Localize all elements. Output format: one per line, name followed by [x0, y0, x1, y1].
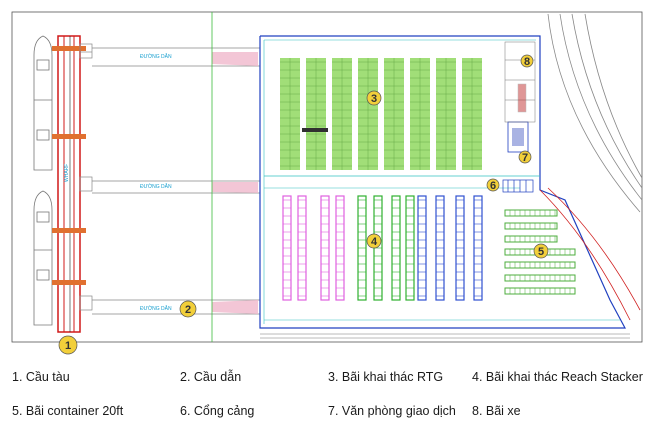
- port-boundary: [259, 35, 627, 329]
- office-building: [507, 121, 529, 153]
- legend-item-port-gate: 6. Cổng cảng: [180, 404, 255, 418]
- vessel-upper: [33, 35, 53, 171]
- svg-text:4: 4: [371, 236, 378, 248]
- svg-text:3: 3: [371, 93, 377, 105]
- legend-item-rtg-yard: 3. Bãi khai thác RTG: [328, 370, 444, 384]
- dimension-lines: [260, 333, 630, 339]
- legend-item-office: 7. Văn phòng giao dịch: [328, 404, 456, 418]
- callout-2: 2: [179, 300, 197, 318]
- container-20ft-yard: [504, 209, 576, 295]
- legend-item-wharf: 1. Cầu tàu: [12, 370, 70, 384]
- legend-item-parking: 8. Bãi xe: [472, 404, 521, 418]
- gate-area: [502, 179, 534, 193]
- access-road: [539, 13, 643, 321]
- wharf: WHARF: [52, 35, 86, 333]
- parking-area: [504, 41, 536, 123]
- callout-5: 5: [533, 243, 549, 259]
- c20-block: [504, 235, 558, 243]
- callout-7: 7: [518, 150, 532, 164]
- bridge-labels: ĐƯỜNG DẪN ĐƯỜNG DẪN ĐƯỜNG DẪN: [140, 53, 172, 312]
- svg-text:5: 5: [538, 246, 544, 258]
- callout-4: 4: [366, 233, 382, 249]
- reach-stacker-yard: [282, 195, 483, 301]
- bridge-abutments: [212, 52, 258, 314]
- c20-block: [504, 209, 558, 217]
- rtg-equipment: [302, 128, 328, 132]
- svg-text:1: 1: [65, 340, 71, 352]
- svg-text:2: 2: [185, 304, 191, 316]
- legend: 1. Cầu tàu 2. Cầu dẫn 3. Bãi khai thác R…: [0, 356, 654, 438]
- callout-8: 8: [520, 54, 534, 68]
- svg-text:ĐƯỜNG DẪN: ĐƯỜNG DẪN: [140, 53, 172, 60]
- callout-1: 1: [58, 335, 78, 355]
- drawing-frame: [11, 11, 643, 343]
- rtg-yard: [280, 58, 482, 170]
- port-layout-plan: WHARF ĐƯỜNG DẪN ĐƯỜNG DẪN ĐƯỜNG DẪN: [11, 11, 643, 355]
- svg-text:WHARF: WHARF: [64, 164, 70, 182]
- svg-text:ĐƯỜNG DẪN: ĐƯỜNG DẪN: [140, 305, 172, 312]
- svg-text:ĐƯỜNG DẪN: ĐƯỜNG DẪN: [140, 183, 172, 190]
- legend-item-20ft-yard: 5. Bãi container 20ft: [12, 404, 124, 418]
- callout-3: 3: [366, 90, 382, 106]
- vessel-lower: [33, 190, 53, 326]
- legend-item-reach-stacker-yard: 4. Bãi khai thác Reach Stacker: [472, 370, 643, 384]
- c20-block: [504, 222, 558, 230]
- approach-bridges: [79, 43, 260, 315]
- legend-item-approach-bridge: 2. Cầu dẫn: [180, 370, 242, 384]
- callout-6: 6: [486, 178, 500, 192]
- svg-text:6: 6: [490, 180, 496, 192]
- svg-text:8: 8: [524, 56, 530, 68]
- svg-text:7: 7: [522, 152, 528, 164]
